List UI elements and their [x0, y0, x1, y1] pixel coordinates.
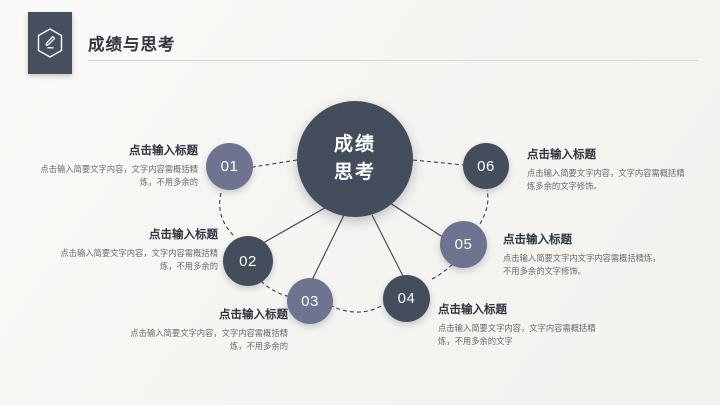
page-title: 成绩与思考: [88, 36, 176, 54]
node-05[interactable]: 05: [440, 221, 487, 268]
node-06[interactable]: 06: [463, 143, 509, 189]
node-04[interactable]: 04: [383, 275, 430, 322]
node-03[interactable]: 03: [287, 278, 333, 324]
item-05-body: 点击输入简要文字内文字内容需概括精炼，不用多余的文字修饰。: [503, 252, 661, 277]
node-06-number: 06: [477, 157, 495, 175]
item-03-body: 点击输入简要文字内容，文字内容需概括精炼，不用多余的: [130, 327, 288, 352]
node-04-number: 04: [397, 290, 416, 307]
item-03-title: 点击输入标题: [219, 309, 288, 321]
node-05-number: 05: [454, 236, 473, 253]
item-04-title: 点击输入标题: [438, 304, 507, 316]
item-06-title: 点击输入标题: [527, 149, 596, 161]
item-05-title: 点击输入标题: [503, 234, 572, 246]
header-divider: [88, 60, 698, 61]
item-01-body: 点击输入简要文字内容，文字内容需概括精炼，不用多余的: [40, 163, 198, 188]
node-02-number: 02: [239, 252, 257, 270]
item-04-body: 点击输入简要文字内容，文字内容需概括精炼，不用多余的文字: [438, 322, 596, 347]
item-01-title: 点击输入标题: [129, 145, 198, 157]
node-02[interactable]: 02: [223, 236, 273, 286]
node-01-number: 01: [220, 158, 239, 175]
center-node: 成绩 思考: [297, 101, 413, 217]
center-line-2: 思考: [333, 162, 376, 183]
header-badge: [28, 12, 72, 74]
item-02-title: 点击输入标题: [149, 229, 218, 241]
pencil-hexagon-icon: [36, 27, 64, 59]
node-01[interactable]: 01: [206, 143, 253, 190]
item-06-text[interactable]: 点击输入标题 点击输入简要文字内容，文字内容需概括精炼多余的文字修饰。: [527, 148, 689, 194]
item-02-body: 点击输入简要文字内容，文字内容需概括精炼，不用多余的: [60, 247, 218, 272]
item-03-text[interactable]: 点击输入标题 点击输入简要文字内容，文字内容需概括精炼，不用多余的: [125, 308, 288, 354]
node-03-number: 03: [301, 292, 319, 310]
item-05-text[interactable]: 点击输入标题 点击输入简要文字内文字内容需概括精炼，不用多余的文字修饰。: [503, 233, 663, 279]
item-02-text[interactable]: 点击输入标题 点击输入简要文字内容，文字内容需概括精炼，不用多余的: [55, 228, 218, 274]
item-04-text[interactable]: 点击输入标题 点击输入简要文字内容，文字内容需概括精炼，不用多余的文字: [438, 303, 603, 349]
center-line-1: 成绩: [333, 134, 376, 156]
item-01-text[interactable]: 点击输入标题 点击输入简要文字内容，文字内容需概括精炼，不用多余的: [38, 144, 198, 190]
item-06-body: 点击输入简要文字内容，文字内容需概括精炼多余的文字修饰。: [527, 167, 685, 192]
